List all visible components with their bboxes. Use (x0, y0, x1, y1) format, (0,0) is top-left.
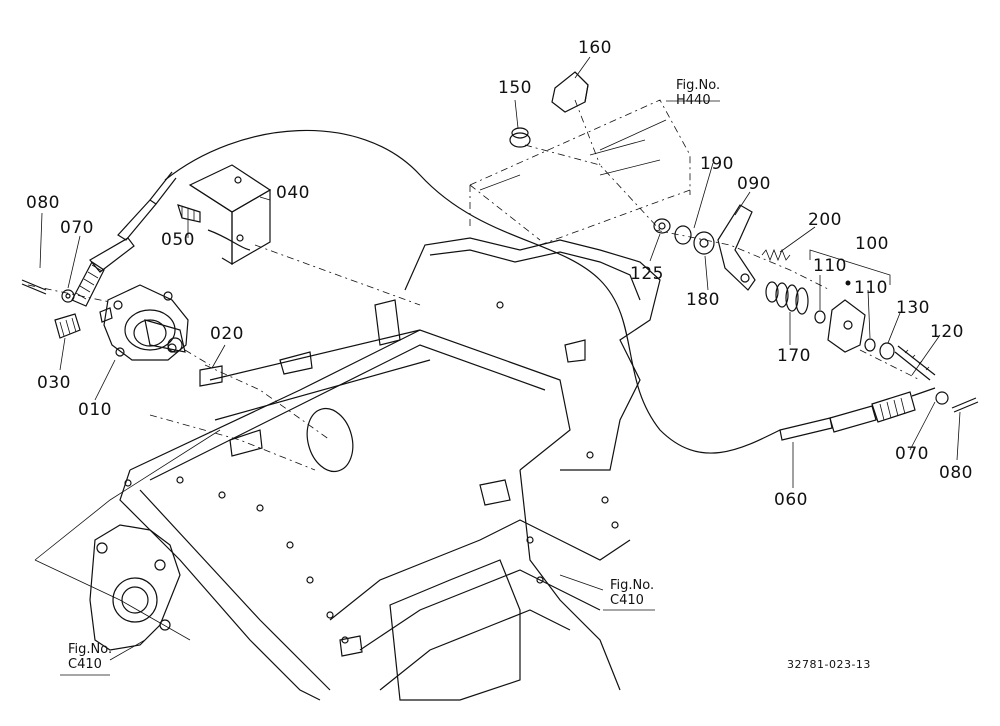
leader-lines (39, 56, 961, 676)
part-label-080-left: 080 (26, 193, 60, 213)
part-label-125: 125 (630, 264, 664, 284)
projection-lines (27, 99, 921, 471)
drawing-number: 32781-023-13 (787, 658, 871, 671)
left-pin-washer (21, 279, 75, 303)
figure-ref-h440-line1: Fig.No. (676, 78, 721, 93)
transmission-housing (34, 237, 661, 701)
part-label-200: 200 (808, 210, 842, 230)
part-label-010: 010 (78, 400, 112, 420)
figure-ref-c410-left-line2: C410 (68, 657, 102, 672)
figure-ref-c410-right-line2: C410 (610, 593, 644, 608)
part-label-070-right: 070 (895, 444, 929, 464)
valve-assembly-010 (54, 284, 223, 387)
part-label-080-right: 080 (939, 463, 973, 483)
part-label-030: 030 (37, 373, 71, 393)
part-label-110-b: 110 (854, 278, 888, 298)
figure-ref-h440-line2: H440 (676, 93, 711, 108)
figure-ref-c410-left-line1: Fig.No. (68, 642, 113, 657)
figure-ref-h440[interactable]: Fig.No. H440 (676, 78, 720, 108)
part-label-120: 120 (930, 322, 964, 342)
part-label-050: 050 (161, 230, 195, 250)
figure-ref-c410-right-line1: Fig.No. (610, 578, 655, 593)
part-label-060: 060 (774, 490, 808, 510)
control-cable-060 (71, 129, 936, 454)
part-label-180: 180 (686, 290, 720, 310)
part-label-160: 160 (578, 38, 612, 58)
flange-bolt-holes (124, 301, 619, 644)
part-label-130: 130 (896, 298, 930, 318)
part-label-190: 190 (700, 154, 734, 174)
lever-assembly (509, 71, 979, 413)
part-label-040: 040 (276, 183, 310, 203)
part-label-070-left: 070 (60, 218, 94, 238)
part-label-100: 100 (855, 234, 889, 254)
part-label-020: 020 (210, 324, 244, 344)
bracket-040 (177, 164, 272, 266)
figure-ref-c410-left[interactable]: Fig.No. C410 (68, 642, 112, 672)
figure-ref-c410-right[interactable]: Fig.No. C410 (610, 578, 654, 608)
part-label-150: 150 (498, 78, 532, 98)
part-label-170: 170 (777, 346, 811, 366)
part-label-090: 090 (737, 174, 771, 194)
part-label-110-a: 110 (813, 256, 847, 276)
